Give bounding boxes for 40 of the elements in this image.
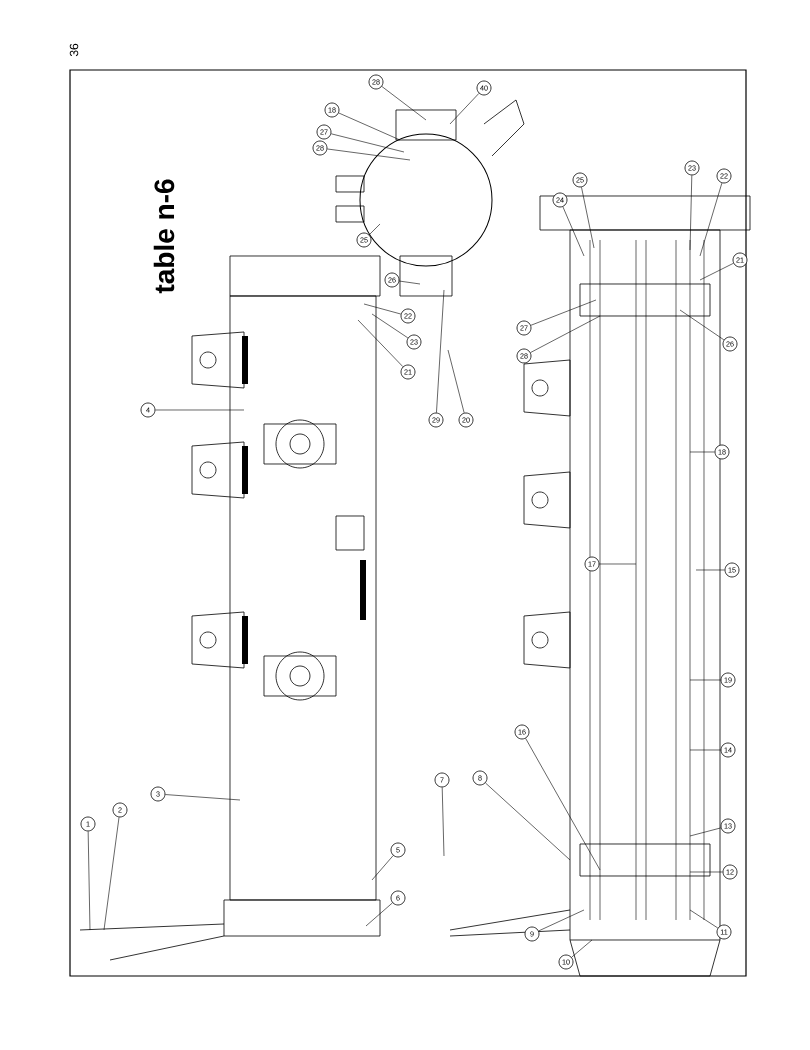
leader-line bbox=[562, 206, 585, 257]
leader-line bbox=[679, 309, 725, 341]
leader-line bbox=[357, 319, 404, 367]
leader-line bbox=[699, 182, 723, 257]
leader-line bbox=[689, 871, 723, 873]
leader-line bbox=[525, 738, 601, 871]
leader-line bbox=[371, 313, 409, 339]
leader-line bbox=[381, 86, 427, 121]
leader-line bbox=[599, 563, 637, 565]
title: table n-6 bbox=[153, 179, 175, 294]
leader-line bbox=[155, 409, 245, 411]
leader-line bbox=[689, 679, 721, 681]
leader-line bbox=[436, 289, 445, 413]
leader-line bbox=[338, 112, 401, 141]
leader-line bbox=[441, 787, 445, 857]
leader-line bbox=[689, 451, 715, 453]
leader-line bbox=[330, 133, 405, 153]
leader-line bbox=[689, 749, 721, 751]
leader-line bbox=[689, 175, 693, 251]
leader-line bbox=[87, 831, 91, 931]
leader-line bbox=[368, 223, 381, 236]
leader-line bbox=[485, 782, 571, 861]
leader-line bbox=[530, 299, 597, 326]
leader-line bbox=[165, 794, 241, 801]
leader-line bbox=[689, 909, 719, 929]
leader-line bbox=[365, 902, 393, 927]
leader-line bbox=[571, 939, 593, 958]
leader-line bbox=[581, 186, 595, 249]
leader-line bbox=[538, 909, 585, 932]
leader-line bbox=[399, 280, 421, 285]
leader-line bbox=[363, 303, 402, 315]
leader-line bbox=[689, 827, 722, 837]
leader-line bbox=[327, 148, 411, 161]
leader-line bbox=[449, 93, 480, 125]
leader-line bbox=[447, 349, 465, 414]
leader-line bbox=[695, 569, 725, 571]
leader-line bbox=[103, 817, 120, 931]
leader-line bbox=[371, 855, 394, 881]
leader-line bbox=[530, 315, 601, 353]
leader-line bbox=[699, 263, 734, 281]
